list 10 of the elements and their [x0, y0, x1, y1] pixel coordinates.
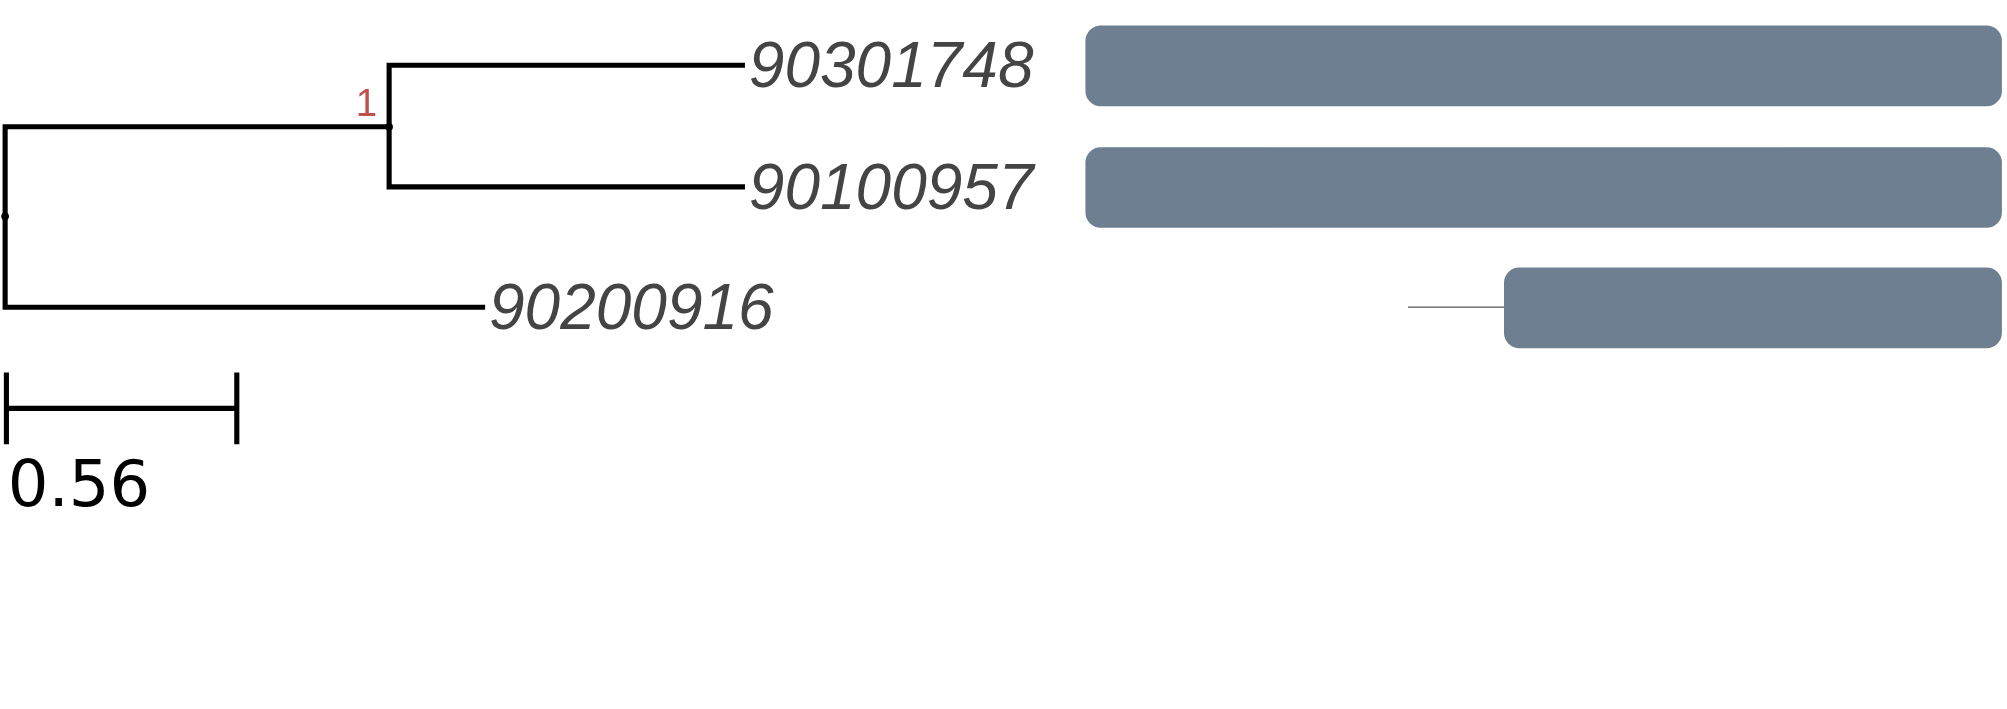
- leaf-label: 90100957: [748, 151, 1034, 223]
- branch-point: [385, 122, 393, 131]
- leaf-label: 90200916: [488, 271, 774, 344]
- domain-bar: [1085, 147, 2002, 228]
- branch-point: [1, 212, 9, 221]
- scale-value: 0.56: [7, 448, 151, 520]
- domain-bar: [1085, 25, 2002, 107]
- domain-bar: [1504, 267, 2002, 349]
- support-value: 1: [355, 83, 378, 125]
- leaf-label: 90301748: [748, 29, 1034, 102]
